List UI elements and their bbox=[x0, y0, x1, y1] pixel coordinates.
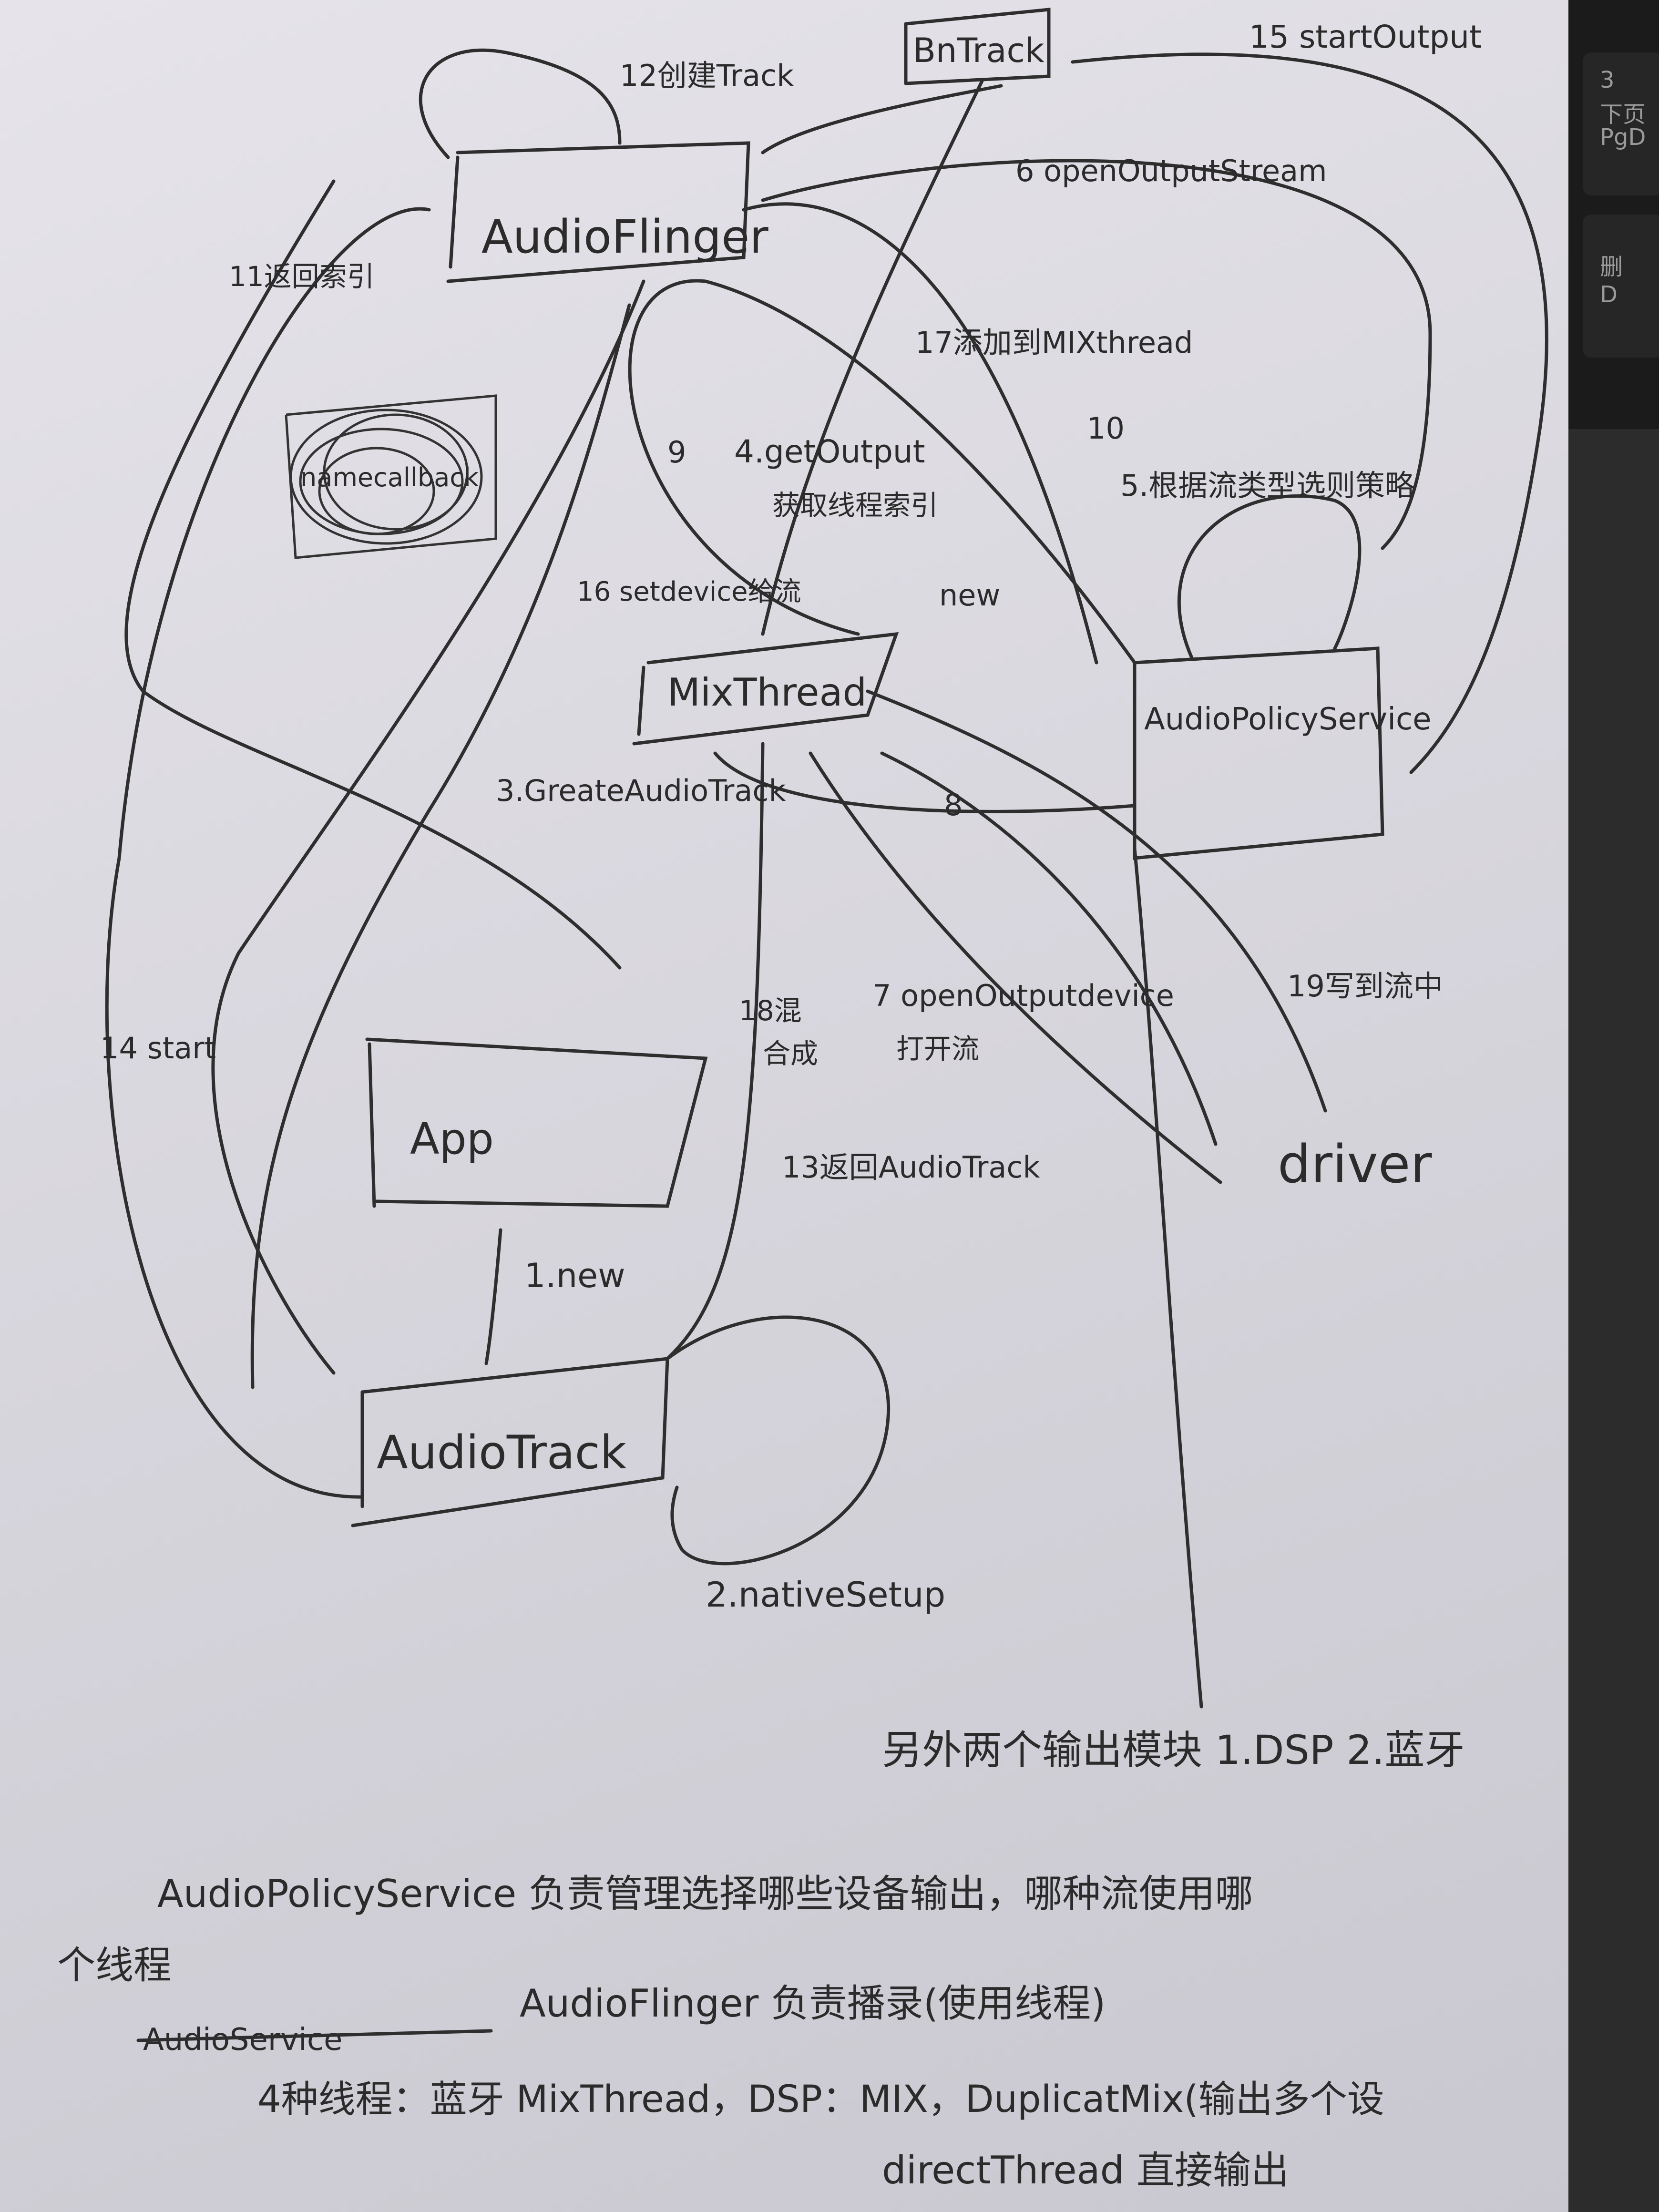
pgdn-key: 3 下页 PgD bbox=[1583, 52, 1659, 195]
bntrack-node: BnTrack bbox=[904, 8, 1051, 85]
note-thread-types: 4种线程：蓝牙 MixThread，DSP：MIX，DuplicatMix(输出… bbox=[257, 2078, 1384, 2121]
label-9: 9 bbox=[667, 435, 686, 470]
edge-5-strategy bbox=[1177, 494, 1362, 660]
key-label: PgD bbox=[1600, 124, 1646, 151]
note-audioflinger: AudioFlinger 负责播录(使用线程) bbox=[520, 1981, 1106, 2026]
delete-key: 删 D bbox=[1583, 215, 1659, 358]
label-11: 11返回索引 bbox=[229, 260, 375, 293]
edge-labels: 3.GreateAudioTrack 4.getOutput 获取线程索引 5.… bbox=[100, 19, 1482, 1615]
label-4: 4.getOutput bbox=[734, 433, 925, 470]
edge-19-write bbox=[880, 751, 1218, 1146]
edge-policy-down bbox=[1133, 847, 1203, 1709]
edge-13-return bbox=[250, 303, 631, 1389]
mixthread-node: MixThread bbox=[632, 632, 899, 746]
audiotrack-label: AudioTrack bbox=[377, 1426, 626, 1479]
audioflinger-node: AudioFlinger bbox=[446, 141, 768, 283]
edges bbox=[105, 48, 1548, 1709]
edge-8 bbox=[713, 751, 1137, 813]
driver-node: driver bbox=[1278, 1134, 1432, 1195]
key-label: 下页 bbox=[1600, 101, 1646, 128]
driver-label: driver bbox=[1278, 1134, 1432, 1195]
label-14: 14 start bbox=[100, 1031, 216, 1065]
edge-2-nativesetup bbox=[666, 1315, 891, 1566]
label-3: 3.GreateAudioTrack bbox=[496, 773, 786, 808]
edge-14-start bbox=[105, 207, 431, 1499]
label-12: 12创建Track bbox=[620, 58, 794, 93]
label-19: 19写到流中 bbox=[1287, 969, 1443, 1004]
label-new: new bbox=[939, 578, 1000, 613]
keyboard-edge: 3 下页 PgD 删 D bbox=[1568, 0, 1659, 429]
label-4b: 获取线程索引 bbox=[772, 489, 938, 522]
edge-18-mix bbox=[666, 742, 765, 1361]
edge-7-opendevice bbox=[809, 751, 1222, 1184]
label-16: 16 setdevice给流 bbox=[577, 576, 801, 607]
audiopolicyservice-label: AudioPolicyService bbox=[1144, 702, 1432, 737]
edge-15-startoutput bbox=[1071, 52, 1548, 774]
label-6: 6 openOutputStream bbox=[1015, 154, 1327, 188]
label-10: 10 bbox=[1087, 411, 1125, 446]
mixthread-label: MixThread bbox=[667, 670, 867, 715]
label-1: 1.new bbox=[524, 1256, 625, 1295]
audiotrack-node: AudioTrack bbox=[351, 1357, 669, 1527]
label-18b: 合成 bbox=[763, 1037, 818, 1070]
audioflinger-label: AudioFlinger bbox=[481, 210, 768, 264]
bntrack-label: BnTrack bbox=[913, 31, 1045, 70]
label-2: 2.nativeSetup bbox=[706, 1575, 945, 1615]
app-label: App bbox=[410, 1114, 494, 1164]
edge-10-new bbox=[628, 279, 1137, 665]
key-label: 3 bbox=[1600, 67, 1615, 93]
note-other-modules: 另外两个输出模块 1.DSP 2.蓝牙 bbox=[882, 1727, 1464, 1773]
scribble-text: namecallback bbox=[300, 462, 479, 492]
app-node: App bbox=[365, 1037, 708, 1208]
note-direct-thread: directThread 直接输出 bbox=[882, 2148, 1289, 2192]
label-18a: 18混 bbox=[739, 994, 802, 1027]
edge-17-add-mixthread bbox=[761, 79, 984, 636]
label-17: 17添加到MIXthread bbox=[915, 325, 1193, 360]
key-label: D bbox=[1600, 281, 1618, 308]
note-policy-service-cont: 个线程 bbox=[57, 1943, 172, 1987]
notes: 另外两个输出模块 1.DSP 2.蓝牙 AudioPolicyService 负… bbox=[57, 1727, 1464, 2192]
label-8: 8 bbox=[944, 788, 963, 822]
label-7b: 打开流 bbox=[896, 1033, 979, 1065]
strikethrough-line bbox=[136, 2029, 493, 2042]
label-7a: 7 openOutputdevice bbox=[872, 978, 1174, 1013]
label-15: 15 startOutput bbox=[1249, 19, 1482, 55]
edge-12-create-track bbox=[419, 48, 622, 159]
edge-3-create-audiotrack bbox=[124, 179, 622, 970]
key-label: 删 bbox=[1600, 254, 1623, 280]
audiopolicyservice-node: AudioPolicyService bbox=[1133, 646, 1432, 860]
notebook-page bbox=[0, 0, 1568, 2212]
scribbled-callback: namecallback bbox=[285, 394, 497, 559]
edge-1-new bbox=[484, 1228, 502, 1365]
note-policy-service: AudioPolicyService 负责管理选择哪些设备输出，哪种流使用哪 bbox=[157, 1872, 1253, 1916]
label-5: 5.根据流类型选则策略 bbox=[1120, 468, 1414, 503]
label-13: 13返回AudioTrack bbox=[782, 1150, 1040, 1185]
edge-driver bbox=[866, 689, 1327, 1113]
edge-16-setdevice bbox=[211, 279, 645, 1375]
